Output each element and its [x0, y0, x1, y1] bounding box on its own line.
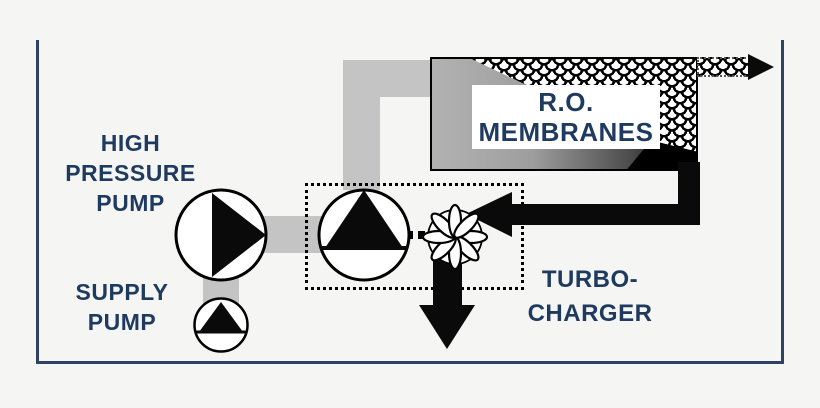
high-pressure-pump-label: HIGH PRESSURE PUMP: [48, 128, 213, 218]
turbo-label-line1: TURBO-: [541, 266, 639, 293]
hp-label-line2: PRESSURE: [65, 160, 196, 186]
supply-label-line1: SUPPLY: [75, 279, 169, 305]
turbocharger-label: TURBO- CHARGER: [500, 263, 680, 331]
hp-label-line3: PUMP: [96, 190, 165, 216]
ro-membranes-label: R.O. MEMBRANES: [472, 85, 660, 149]
permeate-arrow-body: [697, 57, 750, 77]
pipe-booster-to-membranes-horizontal: [343, 60, 432, 97]
turbine-wheel-icon: [421, 203, 489, 271]
supply-pump-icon: [193, 297, 249, 353]
ro-membranes-label-line2: MEMBRANES: [478, 117, 654, 147]
supply-label-line2: PUMP: [87, 309, 157, 335]
hp-label-line1: HIGH: [100, 130, 161, 156]
brine-discharge-arrow-head-icon: [419, 305, 475, 349]
diagram-frame: [36, 40, 784, 364]
turbocharger-enclosure: [305, 183, 524, 290]
concentrate-arrow-horizontal: [508, 204, 700, 225]
permeate-arrow-head-icon: [748, 54, 774, 80]
ro-membranes-label-line1: R.O.: [538, 87, 594, 117]
ro-membranes-vessel: R.O. MEMBRANES: [430, 57, 698, 171]
booster-pump-icon: [317, 188, 411, 282]
turbine-shaft-coupling: [406, 231, 434, 239]
turbo-label-line2: CHARGER: [527, 300, 653, 327]
pipe-hp-pump-to-booster: [262, 216, 324, 253]
high-pressure-pump-icon: [174, 188, 268, 282]
supply-pump-label: SUPPLY PUMP: [42, 277, 202, 337]
